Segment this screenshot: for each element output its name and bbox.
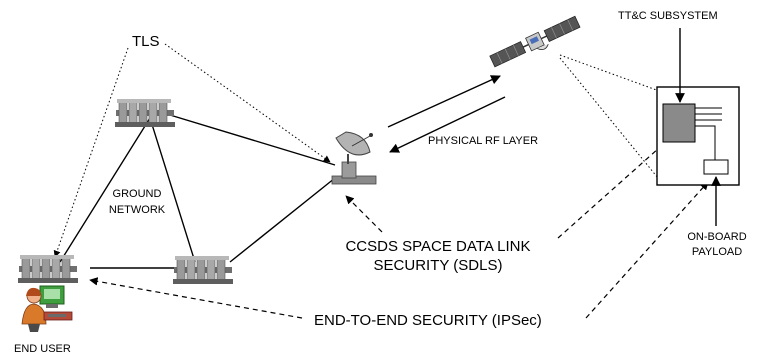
spacecraft-block <box>656 86 740 186</box>
ground-network-label-line1: GROUND <box>112 188 162 200</box>
server-icon <box>17 254 79 284</box>
ground-station-dish-icon <box>331 131 377 185</box>
e2e-arrows <box>89 181 709 319</box>
ground-network-label-line2: NETWORK <box>108 204 166 216</box>
ttc-subsystem-label: TT&C SUBSYSTEM <box>618 10 718 22</box>
server-icon <box>114 98 176 128</box>
onboard-payload-label-line1: ON-BOARD <box>687 231 747 243</box>
onboard-payload-label-line2: PAYLOAD <box>691 246 743 258</box>
end-user-icon <box>21 285 73 332</box>
ground-network-links <box>59 114 336 269</box>
server-icon <box>172 255 234 285</box>
sdls-arrows <box>345 139 669 239</box>
satellite-beam-lines <box>559 54 663 179</box>
end-user-label: END USER <box>14 343 71 355</box>
satellite-icon <box>489 15 581 68</box>
rf-link-arrows <box>387 75 506 153</box>
tls-label: TLS <box>132 33 160 50</box>
physical-rf-layer-label: PHYSICAL RF LAYER <box>428 135 539 147</box>
sdls-label-line2: SECURITY (SDLS) <box>373 257 503 274</box>
tls-dotted-lines <box>53 43 331 258</box>
end-to-end-security-label: END-TO-END SECURITY (IPSec) <box>314 312 542 329</box>
sdls-label-line1: CCSDS SPACE DATA LINK <box>345 238 531 255</box>
